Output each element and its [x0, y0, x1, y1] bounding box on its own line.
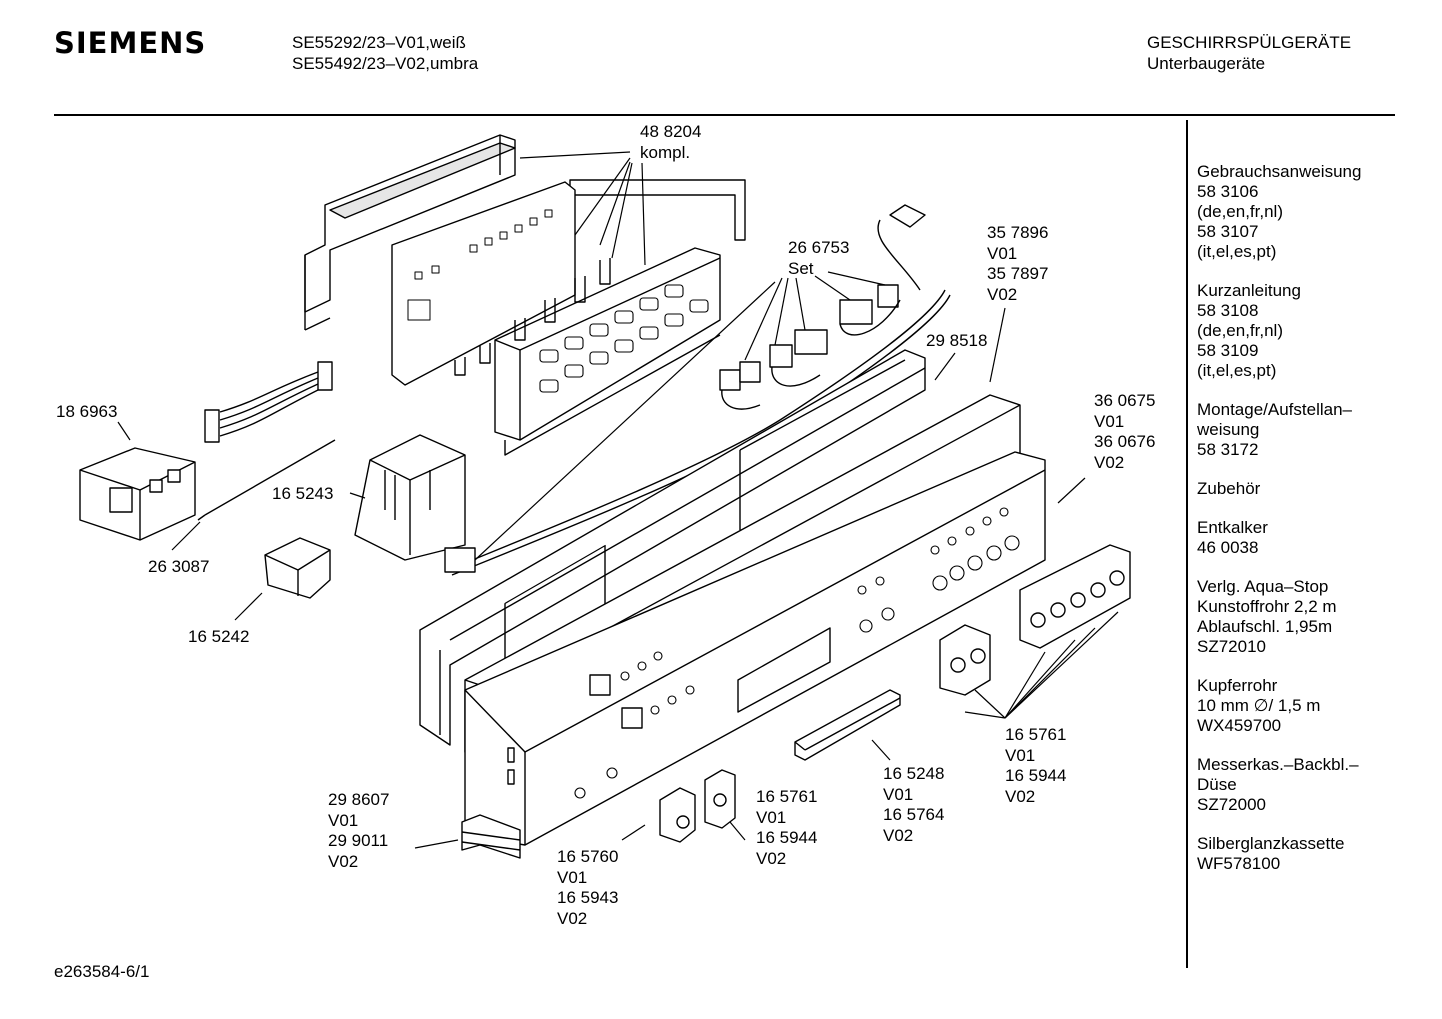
connecting-rod — [204, 439, 336, 516]
leader-lines — [117, 151, 1119, 849]
accessory-group: Zubehör — [1197, 479, 1437, 499]
part-label-165243: 16 5243 — [272, 484, 334, 503]
top-cover-frame — [304, 134, 516, 331]
accessory-line: Kunstoffrohr 2,2 m — [1197, 597, 1337, 616]
appliance-category: GESCHIRRSPÜLGERÄTE Unterbaugeräte — [1147, 32, 1351, 74]
rotary-knob — [659, 769, 736, 843]
accessory-line: weisung — [1197, 420, 1260, 439]
accessory-line: SZ72000 — [1197, 795, 1266, 814]
accessory-line: 58 3109 — [1197, 341, 1259, 360]
accessory-line: Silberglanzkassette — [1197, 834, 1345, 853]
rear-bracket — [569, 179, 746, 241]
part-label-186963: 18 6963 — [56, 402, 118, 421]
accessory-line: SZ72010 — [1197, 637, 1266, 656]
part-label-298518: 29 8518 — [926, 331, 988, 350]
knob-group-small — [939, 624, 991, 696]
part-label-263087: 26 3087 — [148, 557, 210, 576]
accessory-line: Ablaufschl. 1,95m — [1197, 617, 1333, 636]
model-line: SE55292/23–V01,weiß — [292, 33, 466, 52]
accessory-line: WX459700 — [1197, 716, 1282, 735]
accessory-line: (de,en,fr,nl) — [1197, 202, 1283, 221]
accessory-line: Entkalker — [1197, 518, 1268, 537]
display-module — [79, 447, 196, 541]
accessory-line: 58 3107 — [1197, 222, 1259, 241]
accessory-line: Düse — [1197, 775, 1237, 794]
accessory-line: 58 3108 — [1197, 301, 1259, 320]
display-window-strip — [794, 689, 901, 761]
accessory-line: Kupferrohr — [1197, 676, 1278, 695]
category-title: GESCHIRRSPÜLGERÄTE — [1147, 33, 1352, 52]
front-fascia — [464, 451, 1046, 846]
knob-group-large — [1019, 544, 1131, 649]
relay-block — [264, 537, 331, 599]
drawing-code: e263584-6/1 — [54, 962, 150, 981]
brand-logo: SIEMENS — [54, 26, 207, 60]
trim-stack — [461, 814, 521, 859]
accessory-line: (it,el,es,pt) — [1197, 361, 1277, 380]
accessory-line: 46 0038 — [1197, 538, 1259, 557]
connector-set — [444, 204, 951, 576]
ribbon-cable — [204, 361, 333, 443]
accessory-line: Verlg. Aqua–Stop — [1197, 577, 1329, 596]
model-numbers: SE55292/23–V01,weiß SE55492/23–V02,umbra — [292, 32, 478, 74]
accessory-line: Messerkas.–Backbl.– — [1197, 755, 1359, 774]
accessory-line: Montage/Aufstellan– — [1197, 400, 1352, 419]
model-line: SE55492/23–V02,umbra — [292, 54, 479, 73]
part-label-165242: 16 5242 — [188, 627, 250, 646]
accessory-line: 58 3106 — [1197, 182, 1259, 201]
accessory-line: (de,en,fr,nl) — [1197, 321, 1283, 340]
accessory-line: Gebrauchsanweisung — [1197, 162, 1362, 181]
accessory-line: 10 mm ∅/ 1,5 m — [1197, 696, 1321, 715]
accessory-line: WF578100 — [1197, 854, 1281, 873]
header-divider — [54, 114, 1395, 116]
accessory-line: 58 3172 — [1197, 440, 1259, 459]
category-subtitle: Unterbaugeräte — [1147, 54, 1266, 73]
sidebar-divider — [1186, 120, 1188, 968]
accessory-line: Zubehör — [1197, 479, 1261, 498]
switch-carrier — [454, 247, 721, 456]
rocker-switch-housing — [354, 434, 466, 561]
accessory-line: (it,el,es,pt) — [1197, 242, 1277, 261]
accessory-line: Kurzanleitung — [1197, 281, 1301, 300]
